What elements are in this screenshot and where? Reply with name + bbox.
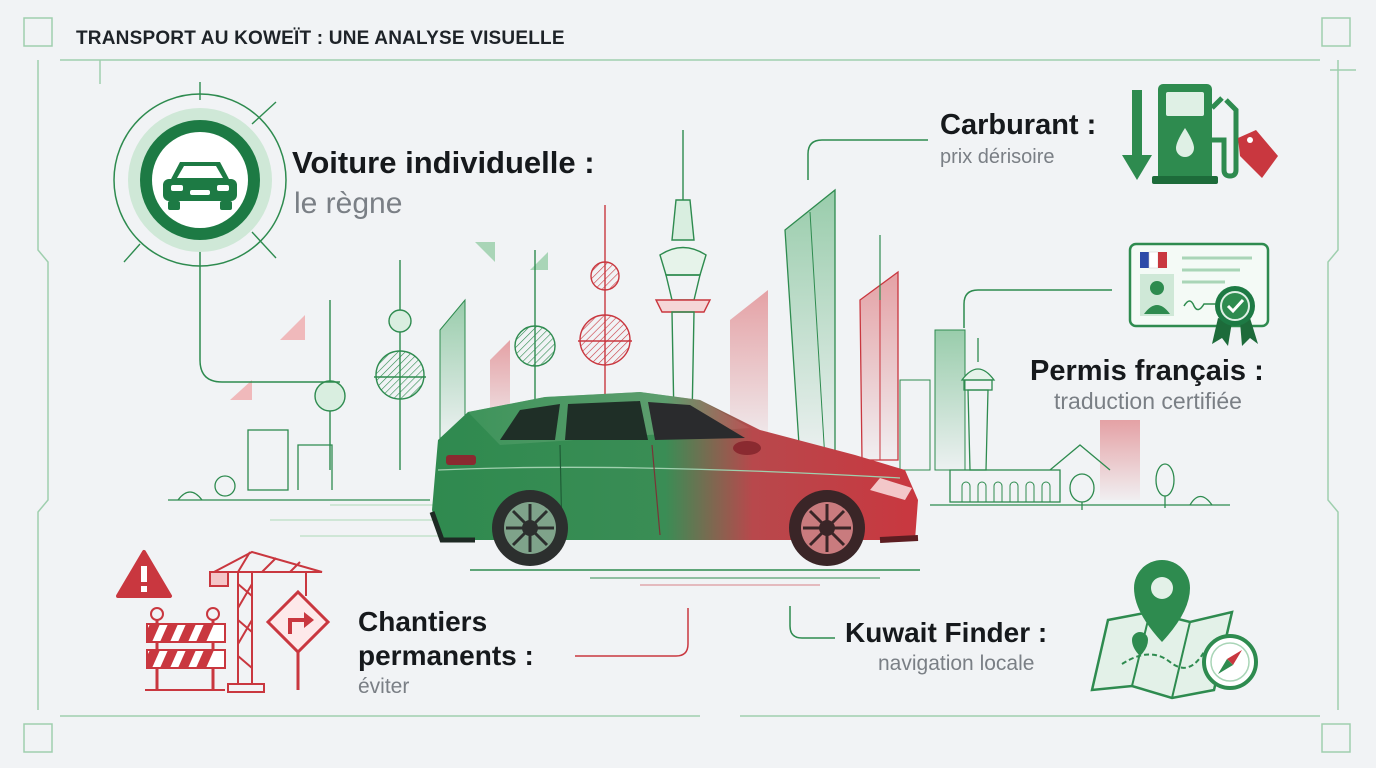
price-tag-icon [1238,130,1278,178]
car [270,392,920,586]
french-flag-icon [1140,251,1167,269]
down-arrow-icon [1122,90,1152,180]
license-label: Permis français : [1030,355,1264,387]
car-note: le règne [294,187,403,220]
car-label: Voiture individuelle : [292,145,595,180]
certified-badge-icon [1212,286,1258,346]
roadworks-note: éviter [358,675,410,698]
fuel-note: prix dérisoire [940,146,1055,168]
fuel-pump-icon [1152,84,1239,184]
connectors [199,139,1112,657]
finder-note: navigation locale [878,652,1035,675]
warning-icon [116,550,172,598]
roadworks-label-line1: Chantiers [358,606,488,637]
crane-icon [209,550,323,693]
barrier-icon [145,607,226,691]
finder-label: Kuwait Finder : [845,617,1048,648]
roadworks-label-line2: permanents : [358,640,534,671]
compass-icon [1202,634,1258,690]
folded-map-icon [1090,610,1234,700]
skyline [168,130,1230,510]
turn-sign-icon [265,589,331,690]
id-card-icon [1128,242,1270,328]
license-note: traduction certifiée [1054,388,1242,414]
car-icon [113,82,287,267]
map-pin-icon [1134,560,1190,642]
frame [23,17,1356,753]
page-title: TRANSPORT AU KOWEÏT : UNE ANALYSE VISUEL… [76,28,565,49]
fuel-label: Carburant : [940,109,1097,141]
